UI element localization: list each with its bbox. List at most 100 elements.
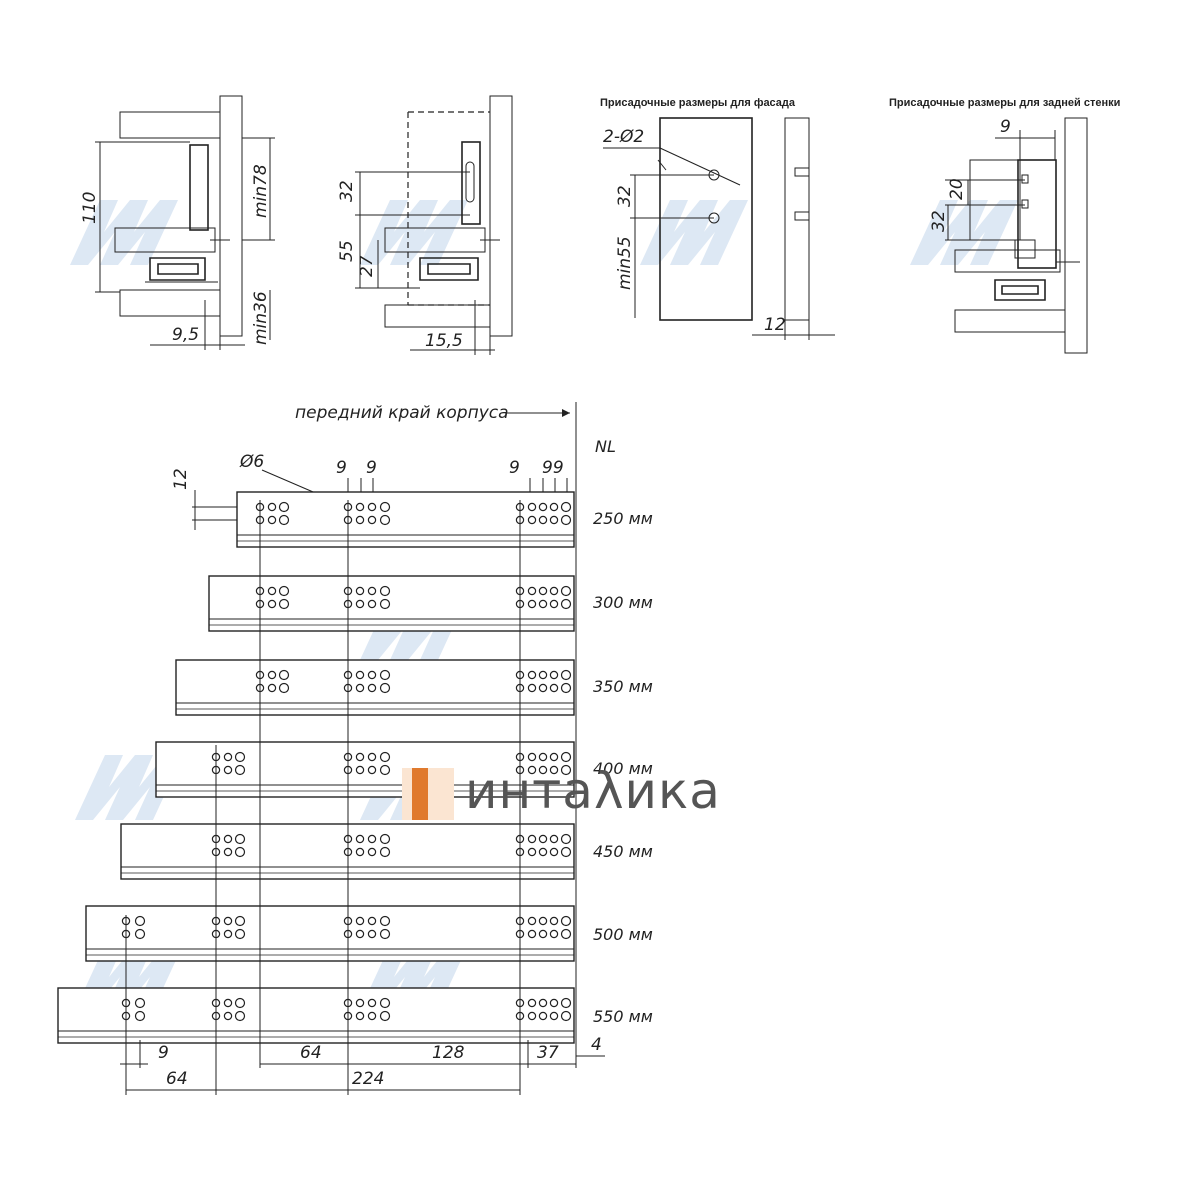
diameter-label: Ø6: [239, 452, 264, 472]
rail-middle-hole: [379, 598, 391, 610]
rail-front-hole: [538, 834, 548, 844]
rail-rear-hole: [234, 751, 246, 763]
dim-27-p2: 27: [357, 255, 377, 277]
rail-front-hole: [549, 1011, 559, 1021]
rail-front-hole: [549, 752, 559, 762]
rail-front-hole: [527, 502, 537, 512]
rail-front-hole: [560, 764, 572, 776]
bottom-dim-9: 9: [158, 1043, 169, 1063]
rail-front-hole: [549, 847, 559, 857]
rail-rear-hole: [278, 585, 290, 597]
rail-rear-hole: [223, 916, 233, 926]
rail-4: [155, 741, 575, 798]
back-wall-caption: Присадочные размеры для задней стенки: [889, 97, 1120, 109]
rail-middle-hole: [379, 751, 391, 763]
bottom-dim-4: 4: [591, 1035, 602, 1055]
rail-rear-hole: [278, 669, 290, 681]
rail-drilling-chart: передний край корпуса NL Ø6 9 9 9 99 12 …: [57, 402, 653, 1095]
rail-front-hole: [560, 682, 572, 694]
rail-front-hole: [527, 998, 537, 1008]
rail-middle-hole: [367, 670, 377, 680]
facade-caption: Присадочные размеры для фасада: [600, 97, 796, 109]
rail-middle-hole: [379, 514, 391, 526]
rail-rear-hole: [234, 846, 246, 858]
rail-front-hole: [538, 515, 548, 525]
intalika-logo: интаλика: [402, 762, 721, 820]
bottom-dim-64a: 64: [300, 1043, 322, 1063]
rail-middle-hole: [367, 929, 377, 939]
rail-rear-hole: [223, 834, 233, 844]
rail-front-hole: [527, 670, 537, 680]
front-edge-label: передний край корпуса: [295, 403, 509, 423]
rail-middle-hole: [379, 1010, 391, 1022]
rail-front-hole: [527, 599, 537, 609]
dim-32-p4: 32: [929, 210, 949, 232]
rail-front-hole: [560, 501, 572, 513]
rail-front-hole: [560, 997, 572, 1009]
rail-middle-hole: [379, 585, 391, 597]
rail-front-hole: [527, 1011, 537, 1021]
rail-middle-hole: [367, 683, 377, 693]
rail-front-hole: [527, 683, 537, 693]
rail-middle-hole: [379, 501, 391, 513]
dim-min55: min55: [615, 236, 635, 290]
rail-front-hole: [527, 586, 537, 596]
rail-rear-hole: [223, 929, 233, 939]
rail-6: [85, 905, 575, 962]
rail-middle-hole: [367, 998, 377, 1008]
rail-middle-hole: [379, 764, 391, 776]
dim-9-p4: 9: [1000, 117, 1011, 137]
rail-rear-hole: [278, 682, 290, 694]
dim-20-p4: 20: [947, 178, 967, 200]
rail-front-hole: [560, 751, 572, 763]
rail-7: [57, 987, 575, 1044]
rail-front-hole: [538, 847, 548, 857]
length-label-400: 400 мм: [593, 759, 653, 778]
rail-middle-hole: [367, 1011, 377, 1021]
rail-front-hole: [549, 834, 559, 844]
length-label-450: 450 мм: [593, 842, 653, 861]
panel-side-view-2: 32 55 27 15,5: [337, 95, 513, 355]
rail-middle-hole: [367, 515, 377, 525]
rail-rear-hole: [234, 1010, 246, 1022]
rail-middle-hole: [355, 916, 365, 926]
rail-front-hole: [560, 598, 572, 610]
bottom-dim-224: 224: [352, 1069, 384, 1089]
rail-middle-hole: [355, 929, 365, 939]
top-dim-99: 99: [542, 458, 564, 478]
rail-front-hole: [527, 515, 537, 525]
rail-middle-hole: [379, 928, 391, 940]
rail-front-hole: [560, 669, 572, 681]
rail-middle-hole: [355, 998, 365, 1008]
rail-front-hole: [538, 502, 548, 512]
length-label-250: 250 мм: [593, 509, 653, 528]
bottom-dim-128: 128: [432, 1043, 465, 1063]
panel-back-wall-drilling: Присадочные размеры для задней стенки 9 …: [889, 97, 1120, 354]
rail-front-hole: [560, 1010, 572, 1022]
rail-front-hole: [549, 586, 559, 596]
dim-110: 110: [80, 192, 100, 224]
rail-rear-hole: [278, 598, 290, 610]
rail-middle-hole: [355, 586, 365, 596]
rail-front-hole: [560, 514, 572, 526]
rail-front-hole: [560, 585, 572, 597]
rail-body: [236, 491, 575, 548]
rail-front-hole: [527, 847, 537, 857]
top-dim-9a: 9: [336, 458, 347, 478]
rail-middle-hole: [367, 752, 377, 762]
rail-middle-hole: [355, 1011, 365, 1021]
rail-middle-hole: [379, 846, 391, 858]
rail-rear-hole: [278, 501, 290, 513]
rail-rear-hole: [267, 670, 277, 680]
bottom-dim-64b: 64: [166, 1069, 188, 1089]
rail-rear-hole: [267, 586, 277, 596]
bottom-dim-37: 37: [537, 1043, 559, 1063]
rail-rear-hole: [223, 847, 233, 857]
rail-front-hole: [538, 670, 548, 680]
rail-middle-hole: [379, 997, 391, 1009]
rail-front-hole: [549, 502, 559, 512]
rail-front-hole: [527, 916, 537, 926]
rail-middle-hole: [367, 916, 377, 926]
logo-wordmark: интаλика: [465, 762, 721, 820]
rail-rear-hole: [234, 833, 246, 845]
